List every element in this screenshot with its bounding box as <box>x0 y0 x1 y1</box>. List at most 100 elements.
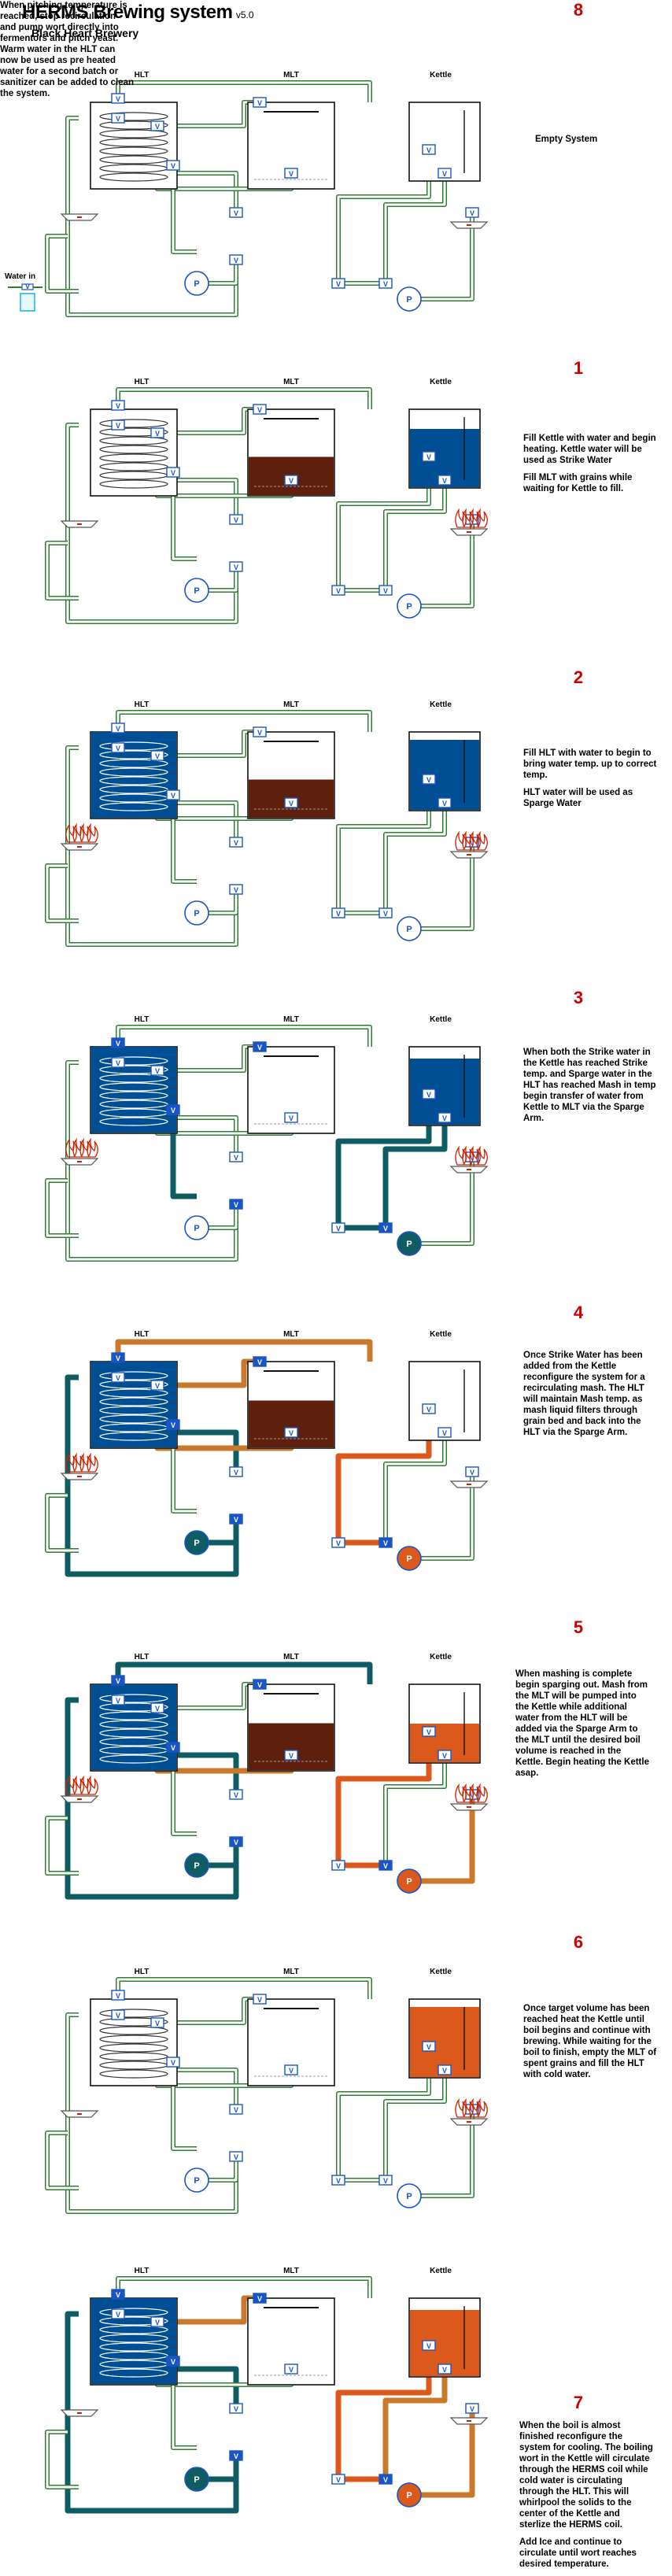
valve[interactable]: V <box>378 2474 393 2485</box>
valve-body[interactable] <box>111 113 125 124</box>
pump[interactable]: P <box>184 900 209 926</box>
valve[interactable]: V <box>253 1356 267 1367</box>
valve-body[interactable] <box>422 451 436 462</box>
valve[interactable]: V <box>465 2403 479 2414</box>
valve[interactable]: V <box>284 797 298 808</box>
valve-body[interactable] <box>465 1466 479 1477</box>
valve-body[interactable] <box>150 1065 164 1076</box>
valve-body[interactable] <box>229 514 243 525</box>
valve-body[interactable] <box>284 1112 298 1123</box>
valve-body[interactable] <box>229 2450 243 2461</box>
pump-body[interactable] <box>397 1231 422 1256</box>
pump-body[interactable] <box>184 2467 209 2492</box>
valve-body[interactable] <box>150 1702 164 1713</box>
valve-body[interactable] <box>331 2474 345 2485</box>
valve-body[interactable] <box>229 1466 243 1477</box>
valve-body[interactable] <box>331 907 345 918</box>
valve-body[interactable] <box>331 2175 345 2186</box>
valve[interactable]: V <box>378 1537 393 1548</box>
valve[interactable]: V <box>229 884 243 895</box>
valve-body[interactable] <box>422 144 436 155</box>
valve-body[interactable] <box>150 2316 164 2327</box>
valve-body[interactable] <box>229 2151 243 2162</box>
valve[interactable]: V <box>331 585 345 596</box>
valve[interactable]: V <box>253 1679 267 1690</box>
valve[interactable]: V <box>229 1513 243 1525</box>
valve[interactable]: V <box>284 2064 298 2075</box>
valve[interactable]: V <box>378 2175 393 2186</box>
valve-body[interactable] <box>378 585 393 596</box>
valve-body[interactable] <box>253 1679 267 1690</box>
valve-body[interactable] <box>229 1199 243 1210</box>
valve-body[interactable] <box>284 1750 298 1761</box>
valve[interactable]: V <box>422 2041 436 2052</box>
valve[interactable]: V <box>422 451 436 462</box>
valve[interactable]: V <box>111 2009 125 2020</box>
valve[interactable]: V <box>253 404 267 415</box>
valve[interactable]: V <box>284 1112 298 1123</box>
valve[interactable]: V <box>284 2363 298 2375</box>
valve[interactable]: V <box>422 774 436 785</box>
pump-body[interactable] <box>397 1546 422 1571</box>
valve[interactable]: V <box>378 585 393 596</box>
valve-body[interactable] <box>378 1860 393 1871</box>
pump-body[interactable] <box>397 1868 422 1894</box>
valve-body[interactable] <box>229 884 243 895</box>
valve-body[interactable] <box>378 1537 393 1548</box>
valve-body[interactable] <box>111 400 125 411</box>
pump[interactable]: P <box>397 1231 422 1256</box>
pump-body[interactable] <box>397 916 422 941</box>
valve[interactable]: V <box>166 2356 180 2367</box>
valve[interactable]: V <box>166 2057 180 2068</box>
valve[interactable]: V <box>284 1750 298 1761</box>
valve[interactable]: V <box>378 278 393 289</box>
valve-body[interactable] <box>438 2363 452 2375</box>
valve-body[interactable] <box>422 1726 436 1737</box>
pump[interactable]: P <box>184 2168 209 2193</box>
valve[interactable]: V <box>284 168 298 179</box>
valve-body[interactable] <box>284 797 298 808</box>
pump-body[interactable] <box>397 2183 422 2208</box>
pump[interactable]: P <box>397 286 422 312</box>
valve-body[interactable] <box>284 1427 298 1438</box>
valve-body[interactable] <box>111 93 125 104</box>
valve[interactable]: V <box>166 467 180 478</box>
valve[interactable]: V <box>111 1990 125 2001</box>
valve-body[interactable] <box>166 2057 180 2068</box>
pump-body[interactable] <box>397 286 422 312</box>
valve-body[interactable] <box>111 742 125 753</box>
valve[interactable]: V <box>438 797 452 808</box>
pump[interactable]: P <box>184 578 209 603</box>
valve[interactable]: V <box>111 1057 125 1068</box>
valve[interactable]: V <box>465 207 479 218</box>
valve[interactable]: V <box>166 1742 180 1753</box>
valve[interactable]: V <box>438 1750 452 1761</box>
valve[interactable]: V <box>378 1860 393 1871</box>
valve[interactable]: V <box>229 1199 243 1210</box>
valve-body[interactable] <box>111 723 125 734</box>
valve-body[interactable] <box>166 2356 180 2367</box>
valve[interactable]: V <box>150 1065 164 1076</box>
valve[interactable]: V <box>229 207 243 218</box>
valve[interactable]: V <box>229 2104 243 2115</box>
pump[interactable]: P <box>397 1868 422 1894</box>
valve-body[interactable] <box>166 1419 180 1430</box>
valve[interactable]: V <box>111 1675 125 1686</box>
valve[interactable]: V <box>229 1836 243 1847</box>
valve-body[interactable] <box>284 2363 298 2375</box>
valve[interactable]: V <box>253 1994 267 2005</box>
valve-body[interactable] <box>438 475 452 486</box>
valve[interactable]: V <box>331 1860 345 1871</box>
valve-body[interactable] <box>166 1104 180 1115</box>
valve[interactable]: V <box>331 907 345 918</box>
valve-body[interactable] <box>111 2009 125 2020</box>
pump[interactable]: P <box>184 1530 209 1555</box>
valve[interactable]: V <box>331 1537 345 1548</box>
valve[interactable]: V <box>284 475 298 486</box>
valve-body[interactable] <box>378 278 393 289</box>
valve[interactable]: V <box>111 1352 125 1363</box>
valve-body[interactable] <box>229 1513 243 1525</box>
pump[interactable]: P <box>184 271 209 296</box>
valve-body[interactable] <box>166 789 180 800</box>
valve-body[interactable] <box>229 837 243 848</box>
